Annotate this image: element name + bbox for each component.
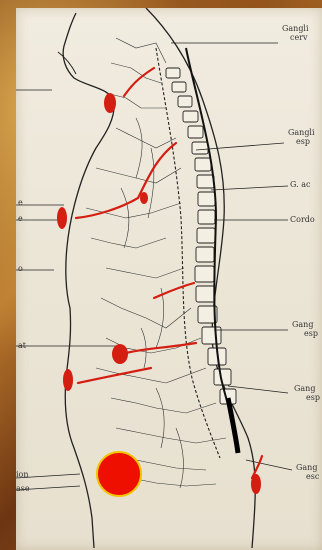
label-left-4: at	[18, 341, 26, 350]
label-right-2: Gangli esp	[288, 128, 315, 146]
label-right-3: G. ac	[290, 180, 310, 189]
anatomy-illustration-page: Gangli cerv Gangli esp G. ac Cordo Gang …	[16, 8, 322, 550]
label-left-2: e	[18, 214, 23, 223]
anatomy-drawing	[16, 8, 322, 550]
label-left-5: ion	[16, 470, 29, 479]
label-left-1: e	[18, 198, 23, 207]
leader-lines	[16, 43, 292, 490]
label-right-4: Cordo	[290, 215, 315, 224]
spine	[166, 68, 236, 404]
label-left-3: o	[18, 264, 23, 273]
label-right-1: Gangli cerv	[282, 24, 309, 42]
red-marker-dot[interactable]	[96, 451, 142, 497]
label-right-6: Gang esp	[294, 384, 320, 402]
label-right-7: Gang esc	[296, 463, 319, 481]
red-ganglia	[57, 93, 261, 494]
label-right-5: Gang esp	[292, 320, 318, 338]
neck-line	[58, 52, 76, 74]
label-left-6: ase	[16, 484, 30, 493]
